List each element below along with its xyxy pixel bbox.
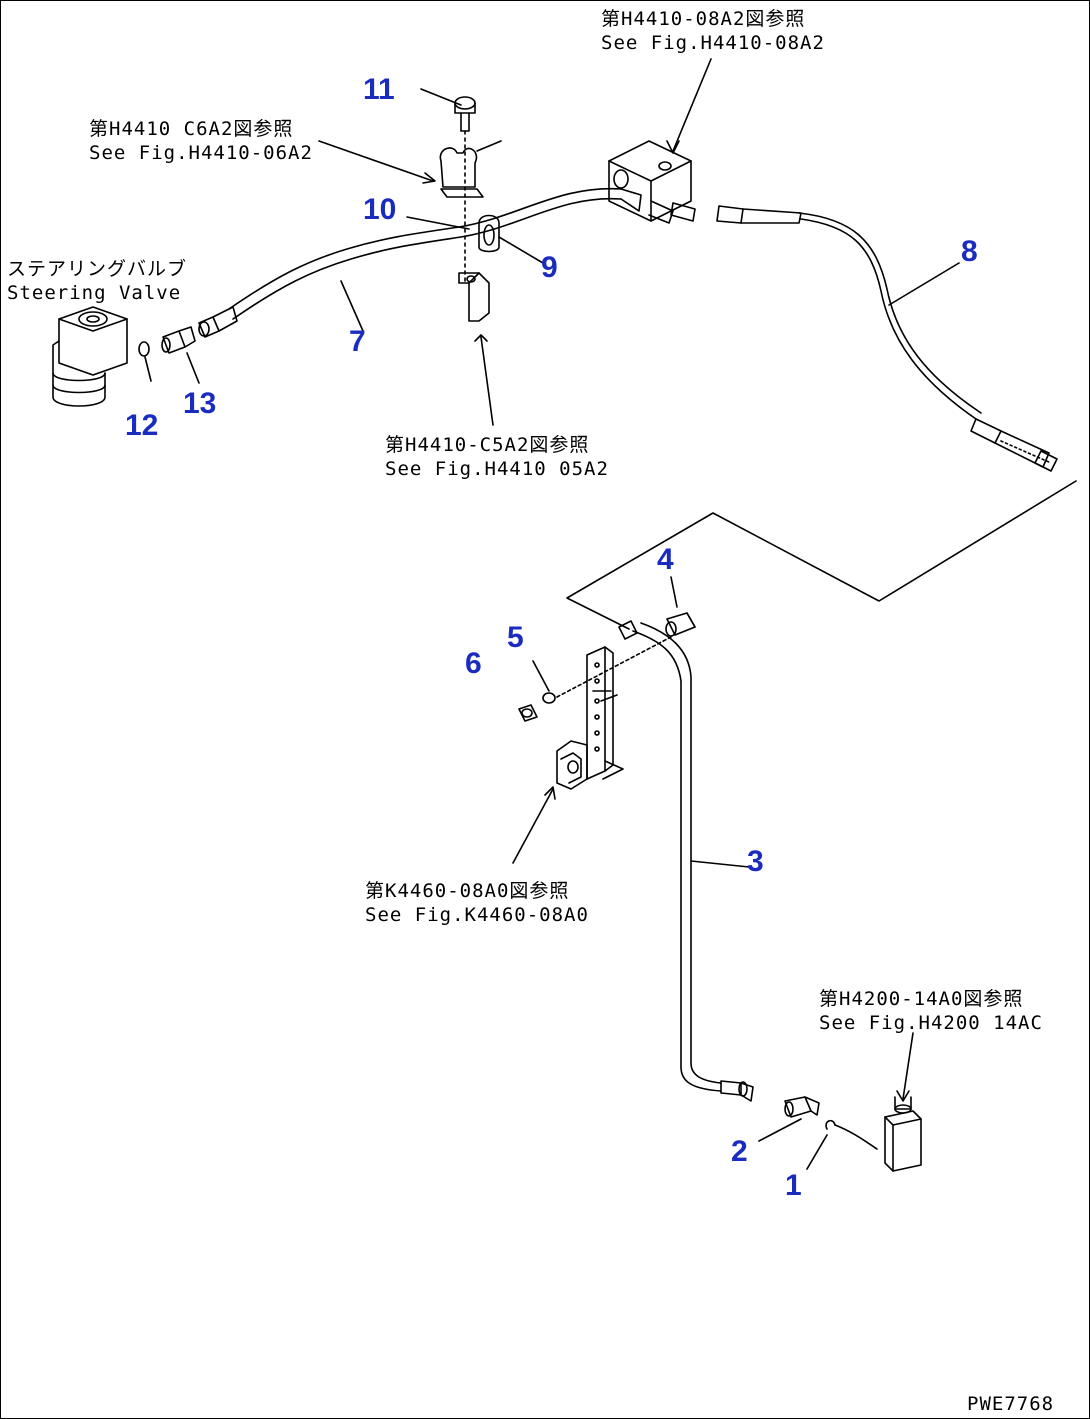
- ref-steering-valve-en: Steering Valve: [7, 282, 182, 304]
- ref-middle: 第H4410-C5A2図参照 See Fig.H4410 05A2: [385, 433, 609, 481]
- ref-top-right-en: See Fig.H4410-08A2: [601, 32, 825, 54]
- ref-top-left-jp: 第H4410 C6A2図参照: [89, 118, 294, 140]
- hose-7-fitting: [198, 306, 238, 338]
- callout-10: 10: [363, 193, 397, 226]
- callout-4: 4: [657, 543, 674, 576]
- ref-bracket-en: See Fig.K4460-08A0: [365, 904, 589, 926]
- ref-top-right: 第H4410-08A2図参照 See Fig.H4410-08A2: [601, 7, 825, 55]
- ref-bottom-right-jp: 第H4200-14A0図参照: [819, 988, 1024, 1010]
- callout-1: 1: [785, 1169, 802, 1202]
- callout-8: 8: [961, 235, 978, 268]
- ref-top-left: 第H4410 C6A2図参照 See Fig.H4410-06A2: [89, 117, 313, 165]
- callout-9: 9: [541, 251, 558, 284]
- ref-top-right-jp: 第H4410-08A2図参照: [601, 8, 806, 30]
- ref-bracket: 第K4460-08A0図参照 See Fig.K4460-08A0: [365, 879, 589, 927]
- drawing-code: PWE7768: [967, 1393, 1055, 1415]
- fittings-bottom: [784, 1096, 922, 1172]
- callout-11: 11: [363, 73, 395, 106]
- callout-6: 6: [465, 647, 482, 680]
- steering-valve: [52, 306, 128, 407]
- hose-7: [228, 187, 642, 320]
- valve-block: [608, 140, 696, 224]
- ref-steering-valve-jp: ステアリングバルブ: [7, 258, 188, 280]
- ref-steering-valve: ステアリングバルブ Steering Valve: [7, 257, 187, 305]
- callout-7: 7: [349, 325, 366, 358]
- callout-12: 12: [125, 409, 159, 442]
- callout-5: 5: [507, 621, 524, 654]
- connector-4: [665, 612, 696, 637]
- tube-3: [618, 620, 754, 1102]
- ref-bracket-jp: 第K4460-08A0図参照: [365, 880, 570, 902]
- leader-lines-lower: [512, 576, 914, 1170]
- ref-middle-jp: 第H4410-C5A2図参照: [385, 434, 590, 456]
- callout-2: 2: [731, 1135, 748, 1168]
- clamp-assembly: [439, 96, 502, 322]
- callout-13: 13: [183, 387, 217, 420]
- ref-middle-en: See Fig.H4410 05A2: [385, 458, 609, 480]
- hose-8-fittings: [716, 205, 1058, 472]
- oring-elbow: [138, 326, 196, 357]
- leader-lines-upper: [144, 58, 960, 426]
- ref-top-left-en: See Fig.H4410-06A2: [89, 142, 313, 164]
- callout-3: 3: [747, 845, 764, 878]
- hose-8: [566, 212, 1077, 630]
- ref-bottom-right: 第H4200-14A0図参照 See Fig.H4200 14AC: [819, 987, 1043, 1035]
- mounting-bracket: [518, 636, 672, 790]
- ref-bottom-right-en: See Fig.H4200 14AC: [819, 1012, 1043, 1034]
